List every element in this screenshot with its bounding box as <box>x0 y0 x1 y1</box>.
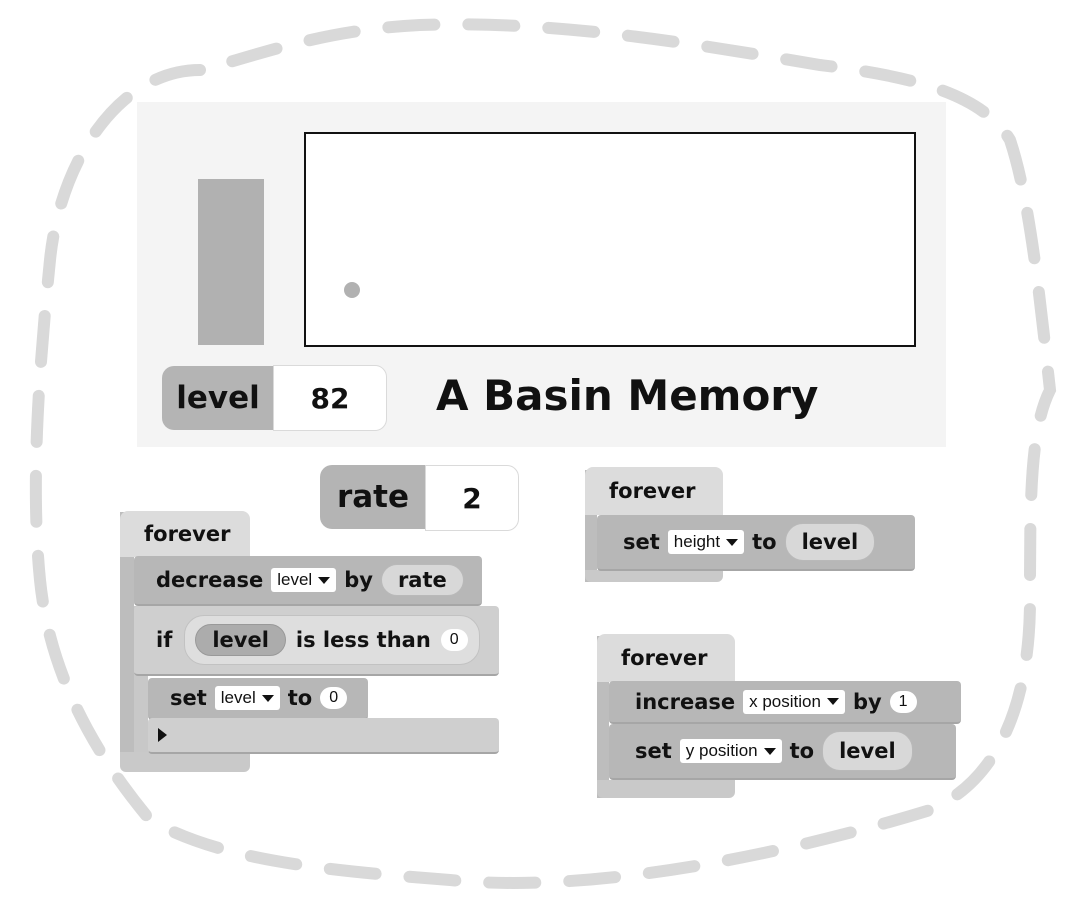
increase-x-value[interactable]: 1 <box>889 690 917 713</box>
set-level-value[interactable]: 0 <box>320 687 348 709</box>
set-height-property-dropdown[interactable]: height <box>667 530 745 554</box>
if-keyword: if <box>156 628 173 652</box>
play-triangle-icon[interactable] <box>158 728 167 742</box>
less-than-operator: is less than <box>295 628 431 652</box>
rate-monitor-label-text: rate <box>336 479 410 515</box>
caret-down-icon <box>726 538 739 546</box>
set-y-keyword: set <box>635 739 672 763</box>
set-height-keyword: set <box>623 530 660 554</box>
right-top-forever-foot <box>585 570 723 582</box>
increase-x-keyword: increase <box>635 689 736 714</box>
level-bar <box>198 179 264 345</box>
level-monitor-label: level <box>162 366 274 430</box>
set-y-property-text: y position <box>685 741 758 760</box>
decrease-keyword: decrease <box>156 568 264 592</box>
set-level-variable-dropdown[interactable]: level <box>214 686 280 710</box>
rate-monitor-value-text: 2 <box>462 481 482 515</box>
caret-down-icon <box>763 747 776 755</box>
level-monitor-label-text: level <box>176 380 260 416</box>
set-y-block[interactable]: set y position to level <box>609 724 956 780</box>
set-height-property-text: height <box>673 532 721 551</box>
set-level-variable-text: level <box>220 688 256 707</box>
rate-monitor-label: rate <box>320 465 426 529</box>
decrease-block[interactable]: decrease level by rate <box>134 556 482 606</box>
increase-x-property-text: x position <box>749 691 821 711</box>
caret-down-icon <box>826 698 839 705</box>
position-dot <box>344 282 360 298</box>
if-block[interactable]: if level is less than 0 <box>134 606 499 676</box>
left-forever-label: forever <box>144 522 231 546</box>
right-top-forever-block[interactable]: forever <box>585 467 723 515</box>
set-level-keyword: set <box>170 686 207 710</box>
level-reporter-y[interactable]: level <box>822 731 913 771</box>
rate-reporter[interactable]: rate <box>380 564 464 596</box>
page-title: A Basin Memory <box>436 371 819 420</box>
level-reporter-height[interactable]: level <box>784 523 876 561</box>
level-monitor-value: 82 <box>273 365 387 431</box>
set-level-block[interactable]: set level to 0 <box>148 678 368 720</box>
increase-x-block[interactable]: increase x position by 1 <box>609 681 961 724</box>
caret-down-icon <box>261 694 274 702</box>
decrease-variable-text: level <box>277 570 313 589</box>
right-top-forever-label: forever <box>609 479 696 503</box>
level-reporter-condition[interactable]: level <box>195 624 286 656</box>
left-forever-foot <box>120 752 250 772</box>
less-than-value[interactable]: 0 <box>440 629 468 651</box>
set-level-to-keyword: to <box>287 686 313 710</box>
set-height-to-keyword: to <box>752 530 777 554</box>
right-bottom-forever-foot <box>597 780 735 798</box>
set-height-block[interactable]: set height to level <box>597 515 915 571</box>
plot-area <box>304 132 916 347</box>
right-bottom-forever-block[interactable]: forever <box>597 634 735 682</box>
set-y-to-keyword: to <box>789 739 815 763</box>
caret-down-icon <box>318 576 331 584</box>
level-monitor-value-text: 82 <box>310 381 350 415</box>
left-forever-block[interactable]: forever <box>120 511 250 557</box>
right-bottom-forever-label: forever <box>621 646 708 670</box>
less-than-condition[interactable]: level is less than 0 <box>184 615 481 665</box>
increase-x-property-dropdown[interactable]: x position <box>743 689 845 714</box>
set-y-property-dropdown[interactable]: y position <box>679 739 782 763</box>
left-forever-arm <box>120 512 134 752</box>
decrease-variable-dropdown[interactable]: level <box>271 568 337 592</box>
increase-x-by-keyword: by <box>852 689 882 714</box>
decrease-by-keyword: by <box>344 568 373 592</box>
if-else-foot[interactable] <box>148 718 499 754</box>
rate-monitor-value: 2 <box>425 465 519 531</box>
